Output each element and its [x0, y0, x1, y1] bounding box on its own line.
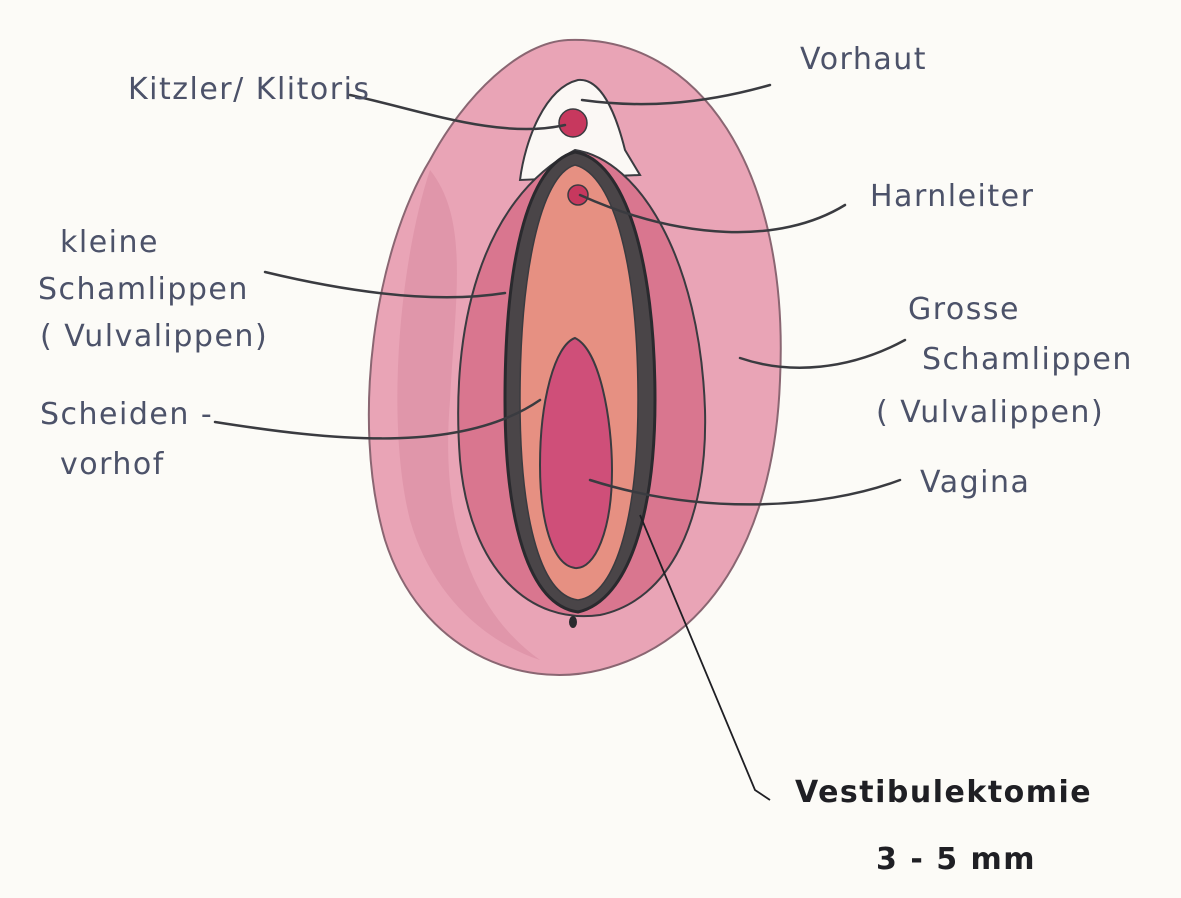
label-scheiden-line1: Scheiden - [40, 397, 214, 432]
leader-line-kleine [263, 270, 507, 299]
clitoris-dot [558, 108, 588, 138]
leader-line-harnleiter [578, 193, 847, 234]
leader-line-kitzler [348, 93, 567, 131]
label-measure: 3 - 5 mm [876, 842, 1037, 877]
label-grosse-line3: ( Vulvalippen) [876, 395, 1105, 430]
label-kleine-line3: ( Vulvalippen) [40, 319, 269, 354]
label-kleine-line2: Schamlippen [38, 272, 249, 307]
leader-line-grosse [738, 338, 907, 369]
urethra-dot [567, 184, 589, 206]
bottom-mark [569, 616, 577, 628]
leader-line-vorhaut [580, 83, 772, 106]
vagina-shape [538, 336, 614, 570]
label-grosse-line2: Schamlippen [922, 342, 1133, 377]
leader-line-vagina [588, 478, 902, 506]
label-vagina: Vagina [920, 465, 1031, 500]
leader-line-scheiden [213, 398, 542, 440]
label-kleine-line1: kleine [60, 225, 159, 260]
label-kitzler: Kitzler/ Klitoris [128, 72, 371, 107]
label-scheiden-line2: vorhof [60, 447, 165, 482]
label-vestibulektomie: Vestibulektomie [795, 775, 1093, 810]
leader-line-vestibulektomie [639, 514, 771, 801]
outer-labia-shading [397, 170, 540, 660]
label-grosse-line1: Grosse [908, 292, 1020, 327]
label-harnleiter: Harnleiter [870, 179, 1035, 214]
label-vorhaut: Vorhaut [800, 42, 928, 77]
